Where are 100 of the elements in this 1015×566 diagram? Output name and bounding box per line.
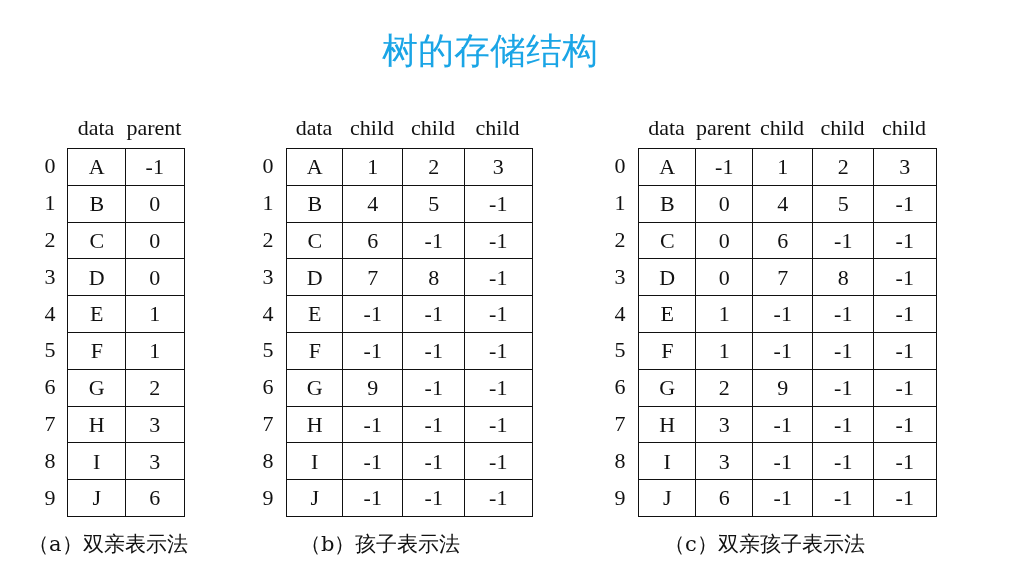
row-index: 6 <box>261 373 275 402</box>
column-header: child <box>881 114 927 142</box>
table-cell: 0 <box>125 258 185 297</box>
row-index: 3 <box>261 262 275 291</box>
table-cell: -1 <box>402 295 466 334</box>
table-cell: 1 <box>125 332 185 371</box>
row-index: 4 <box>261 299 275 328</box>
table-cell: E <box>286 295 344 334</box>
table-cell: -1 <box>464 295 533 334</box>
row-index: 2 <box>261 226 275 254</box>
table-cell: -1 <box>812 442 875 481</box>
table-cell: -1 <box>873 405 937 444</box>
row-index: 9 <box>261 483 275 512</box>
table-cell: I <box>286 442 344 481</box>
table-cell: -1 <box>342 442 404 481</box>
table-cell: -1 <box>464 368 533 408</box>
table-cell: -1 <box>464 221 533 260</box>
table-cell: -1 <box>464 332 533 371</box>
table-cell: D <box>286 258 344 297</box>
row-index: 5 <box>43 336 57 365</box>
table-cell: -1 <box>873 258 937 297</box>
row-index: 3 <box>43 262 57 291</box>
row-index: 6 <box>613 373 627 402</box>
table-cell: J <box>67 479 127 518</box>
column-header: parent <box>695 114 752 142</box>
row-index: 0 <box>261 152 275 181</box>
table-cell: -1 <box>464 184 533 224</box>
table-cell: 8 <box>812 258 875 297</box>
table-cell: I <box>638 442 697 481</box>
table-cell: -1 <box>464 479 533 518</box>
table-cell: -1 <box>873 295 937 334</box>
table-cell: 3 <box>873 148 937 187</box>
row-index: 8 <box>43 446 57 475</box>
table-cell: -1 <box>464 405 533 444</box>
table-cell: 7 <box>752 258 814 297</box>
row-index: 1 <box>261 189 275 218</box>
table-cell: 0 <box>695 258 754 297</box>
table-cell: -1 <box>342 479 404 518</box>
table-cell: 3 <box>125 442 185 481</box>
row-index: 1 <box>613 189 627 218</box>
table-cell: -1 <box>752 479 814 518</box>
row-index: 1 <box>43 189 57 218</box>
table-cell: -1 <box>464 258 533 297</box>
table-cell: 1 <box>695 295 754 334</box>
table-cell: D <box>67 258 127 297</box>
row-index: 9 <box>43 483 57 512</box>
column-header: child <box>819 114 866 142</box>
row-index: 3 <box>613 262 627 291</box>
table-cell: E <box>638 295 697 334</box>
table-cell: 7 <box>342 258 404 297</box>
table-cell: -1 <box>402 479 466 518</box>
table-cell: A <box>67 148 127 187</box>
table-cell: A <box>286 148 344 187</box>
table-cell: E <box>67 295 127 334</box>
table-cell: 0 <box>125 221 185 260</box>
row-index: 4 <box>613 299 627 328</box>
table-cell: A <box>638 148 697 187</box>
table-caption: （c）双亲孩子表示法 <box>664 531 866 558</box>
row-index: 6 <box>43 373 57 402</box>
table-cell: 6 <box>125 479 185 518</box>
column-header: data <box>76 114 116 142</box>
column-header: child <box>349 114 395 142</box>
row-index: 0 <box>613 152 627 181</box>
table-cell: -1 <box>873 221 937 260</box>
table-cell: 8 <box>402 258 466 297</box>
table-cell: J <box>638 479 697 518</box>
column-header: child <box>474 114 521 142</box>
row-index: 7 <box>613 410 627 438</box>
table-cell: -1 <box>752 442 814 481</box>
row-index: 4 <box>43 299 57 328</box>
table-cell: -1 <box>342 295 404 334</box>
row-index: 2 <box>43 226 57 254</box>
column-header: parent <box>125 114 183 142</box>
row-index: 7 <box>43 410 57 438</box>
table-cell: -1 <box>125 148 185 187</box>
table-cell: D <box>638 258 697 297</box>
row-index: 8 <box>613 446 627 475</box>
table-cell: 1 <box>125 295 185 334</box>
row-index: 9 <box>613 483 627 512</box>
table-caption: （b）孩子表示法 <box>300 531 462 558</box>
table-cell: -1 <box>695 148 754 187</box>
row-index: 2 <box>613 226 627 254</box>
row-index: 5 <box>613 336 627 365</box>
table-caption: （a）双亲表示法 <box>28 531 189 558</box>
table-cell: -1 <box>873 479 937 518</box>
table-cell: -1 <box>812 295 875 334</box>
table-cell: -1 <box>812 479 875 518</box>
table-cell: J <box>286 479 344 518</box>
row-index: 7 <box>261 410 275 438</box>
row-index: 0 <box>43 152 57 181</box>
table-cell: 3 <box>695 442 754 481</box>
column-header: child <box>410 114 456 142</box>
title: 树的存储结构 <box>381 28 599 73</box>
table-cell: -1 <box>402 442 466 481</box>
table-cell: 6 <box>695 479 754 518</box>
row-index: 8 <box>261 446 275 475</box>
table-cell: 1 <box>752 148 814 187</box>
table-cell: 2 <box>812 148 875 187</box>
table-cell: 3 <box>464 148 533 187</box>
table-cell: I <box>67 442 127 481</box>
